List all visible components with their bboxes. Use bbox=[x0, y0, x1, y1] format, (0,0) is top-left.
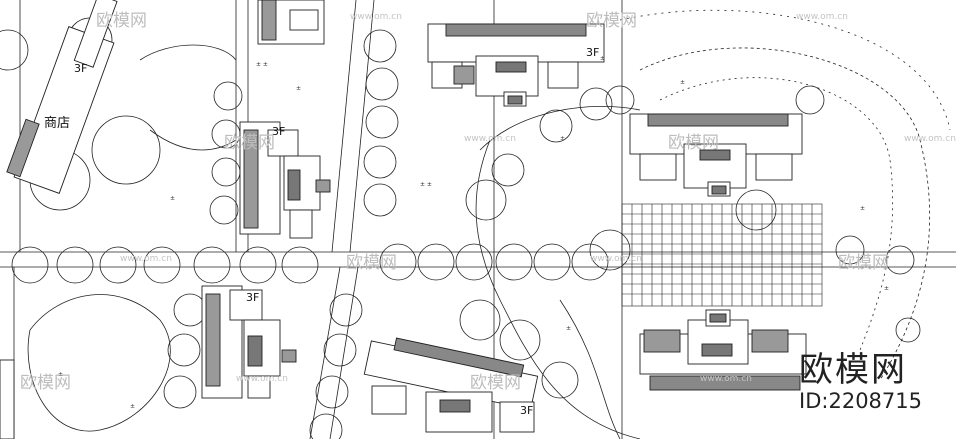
watermark: 欧模网 bbox=[668, 133, 719, 153]
building-left-lower bbox=[201, 285, 297, 399]
building-right-upper bbox=[629, 113, 803, 197]
curved-path bbox=[475, 139, 641, 439]
curved-path-4 bbox=[139, 44, 237, 61]
svg-text:±: ± bbox=[296, 85, 301, 92]
curved-path-3 bbox=[559, 299, 621, 439]
watermark: 欧模网 bbox=[96, 11, 147, 31]
watermark-url: www.om.cn bbox=[904, 134, 956, 144]
floor-label-shop: 3F bbox=[74, 62, 88, 75]
floor-label-bottom-center: 3F bbox=[520, 404, 534, 417]
svg-text:±: ± bbox=[600, 55, 605, 62]
watermark-url: www.om.cn bbox=[590, 254, 642, 264]
building-fragment bbox=[0, 359, 15, 439]
watermark-url: www.om.cn bbox=[120, 254, 172, 264]
svg-text:±: ± bbox=[58, 371, 63, 378]
watermark: 欧模网 bbox=[20, 373, 71, 393]
shop-building bbox=[6, 0, 118, 194]
survey-marks: ± ± ± ± ± ± ± ± ± ± ± ± ± ± bbox=[58, 55, 889, 410]
building-top-center bbox=[427, 23, 605, 107]
road-v-mid-a bbox=[331, 0, 357, 253]
paved-plaza-grid bbox=[621, 203, 823, 307]
floor-label-left-lower: 3F bbox=[246, 291, 260, 304]
svg-text:±: ± bbox=[130, 403, 135, 410]
watermark: 欧模网 bbox=[586, 11, 637, 31]
svg-text:±: ± bbox=[170, 195, 175, 202]
contour-arc-2 bbox=[659, 77, 894, 351]
contour-arc bbox=[639, 47, 931, 381]
building-bottom-center bbox=[363, 337, 539, 433]
watermark-url: www.om.cn bbox=[350, 12, 402, 22]
floor-label-top-center: 3F bbox=[586, 46, 600, 59]
shop-label: 商店 bbox=[44, 116, 71, 131]
curved-path-2 bbox=[479, 106, 641, 151]
floor-label-left-middle: 3F bbox=[272, 125, 286, 138]
svg-text:±: ± bbox=[566, 325, 571, 332]
watermark: 欧模网 bbox=[470, 373, 521, 393]
model-id: ID:2208715 bbox=[799, 389, 922, 413]
road-v-mid-c bbox=[309, 266, 341, 439]
contour-arc-3 bbox=[619, 9, 951, 131]
svg-text:±: ± bbox=[680, 79, 685, 86]
brand-title: 欧模网 bbox=[799, 350, 908, 390]
watermark: 欧模网 bbox=[346, 253, 397, 273]
watermark-url: www.om.cn bbox=[464, 134, 516, 144]
pond-outline bbox=[27, 294, 171, 432]
building-top-left bbox=[257, 0, 325, 45]
watermark: 欧模网 bbox=[838, 253, 889, 273]
watermark-url: www.om.cn bbox=[796, 12, 848, 22]
road-v-mid-b bbox=[349, 0, 375, 253]
svg-text:±: ± bbox=[860, 205, 865, 212]
svg-text:± ±: ± ± bbox=[256, 61, 268, 68]
svg-text:±: ± bbox=[560, 135, 565, 142]
svg-text:± ±: ± ± bbox=[420, 181, 432, 188]
curved-path-5 bbox=[149, 129, 237, 151]
watermark: 欧模网 bbox=[224, 133, 275, 153]
road-v-mid-d bbox=[329, 266, 359, 439]
svg-text:±: ± bbox=[884, 285, 889, 292]
watermark-url: www.om.cn bbox=[236, 374, 288, 384]
building-left-middle bbox=[239, 121, 331, 239]
brand-block: 欧模网 ID:2208715 bbox=[799, 351, 922, 413]
building-right-lower bbox=[639, 309, 807, 391]
watermark-url: www.om.cn bbox=[700, 374, 752, 384]
